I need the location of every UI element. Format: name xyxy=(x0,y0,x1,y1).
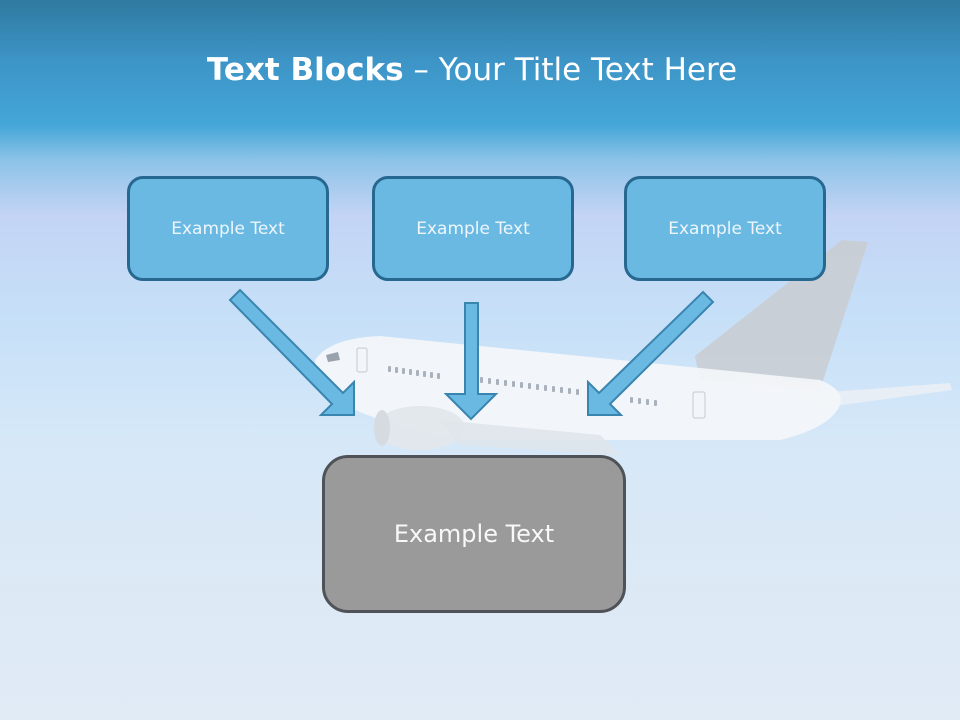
text-block-label: Example Text xyxy=(668,218,782,239)
title-rest: Your Title Text Here xyxy=(438,52,738,88)
title-bold: Text Blocks xyxy=(206,52,404,88)
arrow-center-down xyxy=(443,302,499,421)
text-block-label: Example Text xyxy=(393,520,555,548)
text-block-label: Example Text xyxy=(171,218,285,239)
title-separator: – xyxy=(403,52,439,88)
text-block-top-left[interactable]: Example Text xyxy=(127,176,329,281)
arrow-right-to-center xyxy=(587,290,715,416)
slide-title: Text Blocks – Your Title Text Here xyxy=(0,52,944,88)
text-block-top-right[interactable]: Example Text xyxy=(624,176,826,281)
text-block-label: Example Text xyxy=(416,218,530,239)
text-block-top-center[interactable]: Example Text xyxy=(372,176,574,281)
text-block-center[interactable]: Example Text xyxy=(322,455,626,613)
arrow-left-to-center xyxy=(228,288,355,416)
